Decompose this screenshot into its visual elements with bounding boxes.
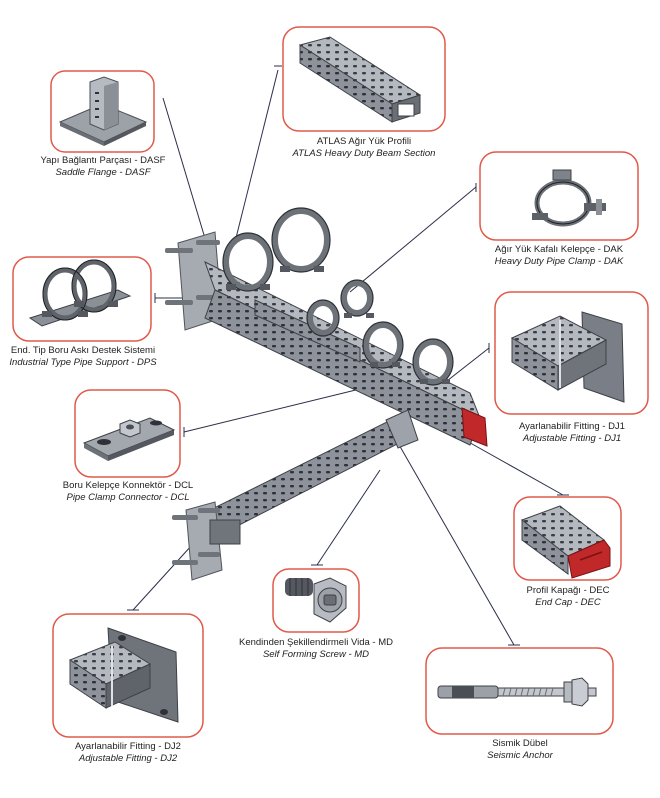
leader-md [316,469,381,566]
pipe-clamps [223,208,453,385]
label-dps-tr: End. Tip Boru Askı Destek Sistemi [10,345,156,356]
label-dj1-tr: Ayarlanabilir Fitting - DJ1 [519,421,625,432]
saddle-flange-icon [58,76,148,146]
label-dec-en: End Cap - DEC [535,597,601,608]
label-dj2-en: Adjustable Fitting - DJ2 [78,753,178,764]
label-atlas-tr: ATLAS Ağır Yük Profili [316,136,412,147]
leader-atlas [235,69,279,239]
leader-dj2 [132,544,193,611]
detail-frame-atlas [282,26,446,132]
label-dec-tr: Profil Kapağı - DEC [526,585,610,596]
atlas-beam-side [204,289,481,446]
detail-frame-dj2 [52,613,204,738]
seismic-anchor-icon [437,677,597,707]
clamp-bolts [226,266,450,384]
pipe-support-icon [28,259,132,327]
end-cap-main [461,407,488,447]
leader-dec [464,439,564,496]
label-dak-tr: Ağır Yük Kafalı Kelepçe - DAK [494,244,624,255]
label-dps-en: Industrial Type Pipe Support - DPS [9,357,157,368]
label-dj2: Ayarlanabilir Fitting - DJ2 Adjustable F… [58,741,198,765]
label-dasf-tr: Yapı Bağlantı Parçası - DASF [40,155,166,166]
self-forming-screw-icon [285,577,347,623]
detail-frame-dasf [50,70,155,153]
label-atlas-en: ATLAS Heavy Duty Beam Section [292,148,436,159]
detail-frame-dec [513,496,622,581]
label-dasf-en: Saddle Flange - DASF [55,167,151,178]
detail-frame-md [272,568,360,633]
label-dcl-en: Pipe Clamp Connector - DCL [66,492,190,503]
label-dj2-tr: Ayarlanabilir Fitting - DJ2 [75,741,181,752]
label-md-tr: Kendinden Şekillendirmeli Vida - MD [238,637,393,648]
leader-lines [127,65,569,646]
label-md-en: Self Forming Screw - MD [262,649,370,660]
label-dcl: Boru Kelepçe Konnektör - DCL Pipe Clamp … [50,480,206,504]
detail-frame-dj1 [494,291,649,415]
label-dasf: Yapı Bağlantı Parçası - DASF Saddle Flan… [36,155,170,179]
detail-frame-dak [479,151,639,241]
label-anchor-en: Seismic Anchor [487,750,553,761]
end-cap-icon [520,505,611,579]
label-dj1: Ayarlanabilir Fitting - DJ1 Adjustable F… [502,421,642,445]
leader-dak [349,186,477,293]
detail-frame-dps [12,256,152,342]
junction-fitting [385,409,419,449]
leader-dasf [162,97,211,256]
detail-frame-dcl [74,389,181,478]
label-atlas: ATLAS Ağır Yük Profili ATLAS Heavy Duty … [274,136,454,160]
label-dj1-en: Adjustable Fitting - DJ1 [522,433,622,444]
adjustable-fitting-icon [510,311,625,403]
leader-anchor [397,442,515,646]
label-dak: Ağır Yük Kafalı Kelepçe - DAK Heavy Duty… [488,244,630,268]
pipe-clamp-icon [532,169,606,227]
leader-dcl [183,386,369,433]
label-md: Kendinden Şekillendirmeli Vida - MD Self… [222,637,410,661]
label-dcl-tr: Boru Kelepçe Konnektör - DCL [62,480,194,491]
main-assembly [165,207,488,581]
anchor-bolts-upper [165,240,220,305]
lower-fitting-bracket [209,519,241,545]
anchor-bolts-lower [172,508,220,565]
beam-section-icon [298,36,422,123]
label-anchor: Sismik Dübel Seismic Anchor [460,738,580,762]
detail-frame-anchor [425,647,614,735]
label-dak-en: Heavy Duty Pipe Clamp - DAK [494,256,624,267]
adjustable-fitting-icon [68,627,179,723]
label-dec: Profil Kapağı - DEC End Cap - DEC [508,585,628,609]
clamp-connector-icon [82,417,176,461]
label-anchor-tr: Sismik Dübel [492,738,548,749]
pipe-clamp-edges [222,207,454,386]
label-dps: End. Tip Boru Askı Destek Sistemi Indust… [0,345,166,369]
